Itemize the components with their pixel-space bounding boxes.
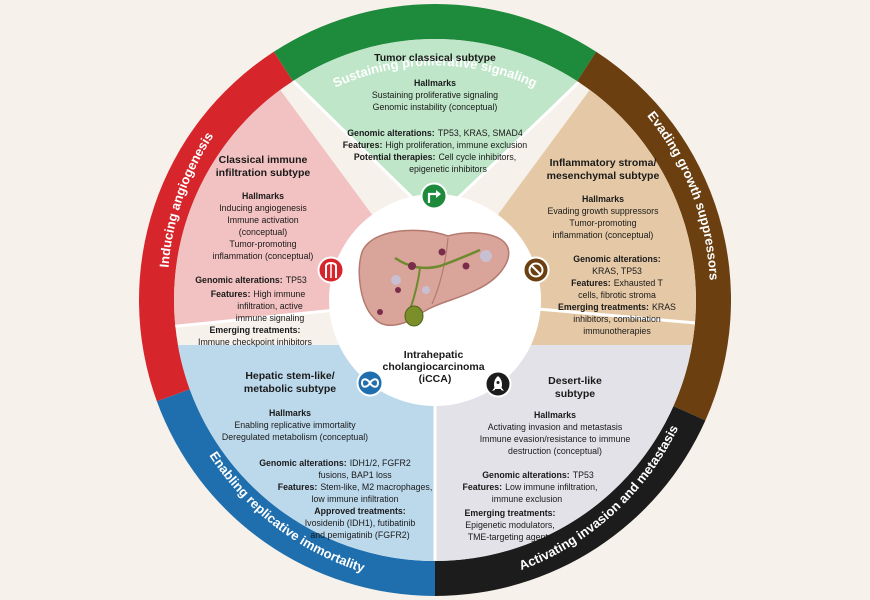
segment-right: Inflammatory stroma/ mesenchymal subtype… xyxy=(522,157,676,336)
segment-title: mesenchymal subtype xyxy=(547,170,660,182)
genomic-alterations: Genomic alterations:TP53 xyxy=(482,470,594,480)
hallmark-line: Tumor-promoting xyxy=(569,218,636,228)
features: Features:Exhausted T xyxy=(571,278,663,288)
hallmark-line: Genomic instability (conceptual) xyxy=(373,102,498,112)
features-cont: immune signaling xyxy=(236,313,305,323)
hallmark-line: Inducing angiogenesis xyxy=(219,203,307,213)
hallmarks-heading: Hallmarks xyxy=(582,194,624,204)
hallmark-line: Activating invasion and metastasis xyxy=(488,422,623,432)
hallmark-line: Sustaining proliferative signaling xyxy=(372,90,498,100)
ring-sector-lower-right xyxy=(435,406,706,596)
emerging-treatments-cont: inhibitors, combination xyxy=(573,314,661,324)
segment-top: Tumor classical subtype Hallmarks Sustai… xyxy=(343,52,528,210)
segment-bottom-left: Hepatic stem-like/ metabolic subtype Hal… xyxy=(222,369,433,540)
hallmark-line: inflammation (conceptual) xyxy=(553,230,654,240)
emerging-treatments-text: Immune checkpoint inhibitors xyxy=(198,337,313,347)
features-cont: infiltration, active xyxy=(237,301,303,311)
genomic-alterations: Genomic alterations:TP53 xyxy=(195,275,307,285)
segment-right-fill xyxy=(435,39,696,345)
features-cont: immune exclusion xyxy=(492,494,563,504)
approved-treatments-heading: Approved treatments: xyxy=(314,506,405,516)
segment-title: Classical immune xyxy=(219,154,308,166)
emerging-treatments: Emerging treatments:KRAS xyxy=(558,302,676,312)
segment-title: subtype xyxy=(555,388,595,400)
hallmark-line: Immune activation xyxy=(227,215,298,225)
segment-title: infiltration subtype xyxy=(216,167,311,179)
center-title: Intrahepatic cholangiocarcinoma (iCCA) xyxy=(382,349,487,385)
ring-sector-upper-right xyxy=(577,51,732,421)
features: Features:High proliferation, immune excl… xyxy=(343,140,528,150)
genomic-alterations: Genomic alterations:IDH1/2, FGFR2 xyxy=(259,458,411,468)
segment-title: metabolic subtype xyxy=(244,383,336,395)
potential-therapies-cont: epigenetic inhibitors xyxy=(409,164,487,174)
emerging-treatments-text: Epigenetic modulators, xyxy=(465,520,555,530)
genomic-alterations: Genomic alterations:TP53, KRAS, SMAD4 xyxy=(347,128,523,138)
features: Features:Stem-like, M2 macrophages, xyxy=(278,482,433,492)
ring-sector-upper-left xyxy=(139,51,293,402)
segment-title: Tumor classical subtype xyxy=(374,52,496,64)
ring-sector-lower-left xyxy=(156,389,435,596)
features: Features:High immune xyxy=(211,289,306,299)
segment-title: Inflammatory stroma/ xyxy=(550,157,657,169)
hallmark-line: inflammation (conceptual) xyxy=(213,251,314,261)
emerging-treatments-heading: Emerging treatments: xyxy=(465,508,556,518)
segment-bottom-right: Desert-like subtype Hallmarks Activating… xyxy=(462,370,631,542)
turn-right-arrow-icon xyxy=(420,182,448,210)
hallmark-line: Deregulated metabolism (conceptual) xyxy=(222,432,368,442)
genomic-alterations-text: KRAS, TP53 xyxy=(592,266,642,276)
genomic-alterations-cont: fusions, BAP1 loss xyxy=(318,470,392,480)
segment-title: Desert-like xyxy=(548,375,602,387)
hallmark-line: Immune evasion/resistance to immune xyxy=(480,434,631,444)
hallmark-line: Enabling replicative immortality xyxy=(234,420,356,430)
segment-top-fill xyxy=(225,39,645,220)
vessel-icon xyxy=(317,256,345,284)
hallmark-line: Evading growth suppressors xyxy=(548,206,660,216)
hallmark-line: Tumor-promoting xyxy=(229,239,296,249)
divider-line xyxy=(433,60,602,222)
emerging-treatments-heading: Emerging treatments: xyxy=(210,325,301,335)
rocket-icon xyxy=(484,370,512,398)
hallmarks-heading: Hallmarks xyxy=(242,191,284,201)
genomic-alterations-heading: Genomic alterations: xyxy=(573,254,661,264)
liver-illustration xyxy=(358,229,510,327)
hallmark-line: (conceptual) xyxy=(239,227,287,237)
segment-left: Classical immune infiltration subtype Ha… xyxy=(195,154,345,347)
ring-sector-top xyxy=(273,4,597,82)
prohibited-icon xyxy=(522,256,550,284)
divider-line xyxy=(276,64,437,222)
features: Features:Low immune infiltration, xyxy=(462,482,597,492)
approved-treatments-text: and pemigatinib (FGFR2) xyxy=(310,530,409,540)
hallmarks-heading: Hallmarks xyxy=(414,78,456,88)
hallmarks-heading: Hallmarks xyxy=(269,408,311,418)
emerging-treatments-cont: immunotherapies xyxy=(583,326,651,336)
features-cont: cells, fibrotic stroma xyxy=(578,290,656,300)
features-cont: low immune infiltration xyxy=(311,494,398,504)
segment-title: Hepatic stem-like/ xyxy=(245,370,334,382)
hallmark-line: destruction (conceptual) xyxy=(508,446,602,456)
potential-therapies: Potential therapies:Cell cycle inhibitor… xyxy=(354,152,516,162)
infinity-icon xyxy=(356,369,384,397)
hallmarks-heading: Hallmarks xyxy=(534,410,576,420)
approved-treatments-text: Ivosidenib (IDH1), futibatinib xyxy=(305,518,416,528)
emerging-treatments-text: TME-targeting agents xyxy=(468,532,553,542)
